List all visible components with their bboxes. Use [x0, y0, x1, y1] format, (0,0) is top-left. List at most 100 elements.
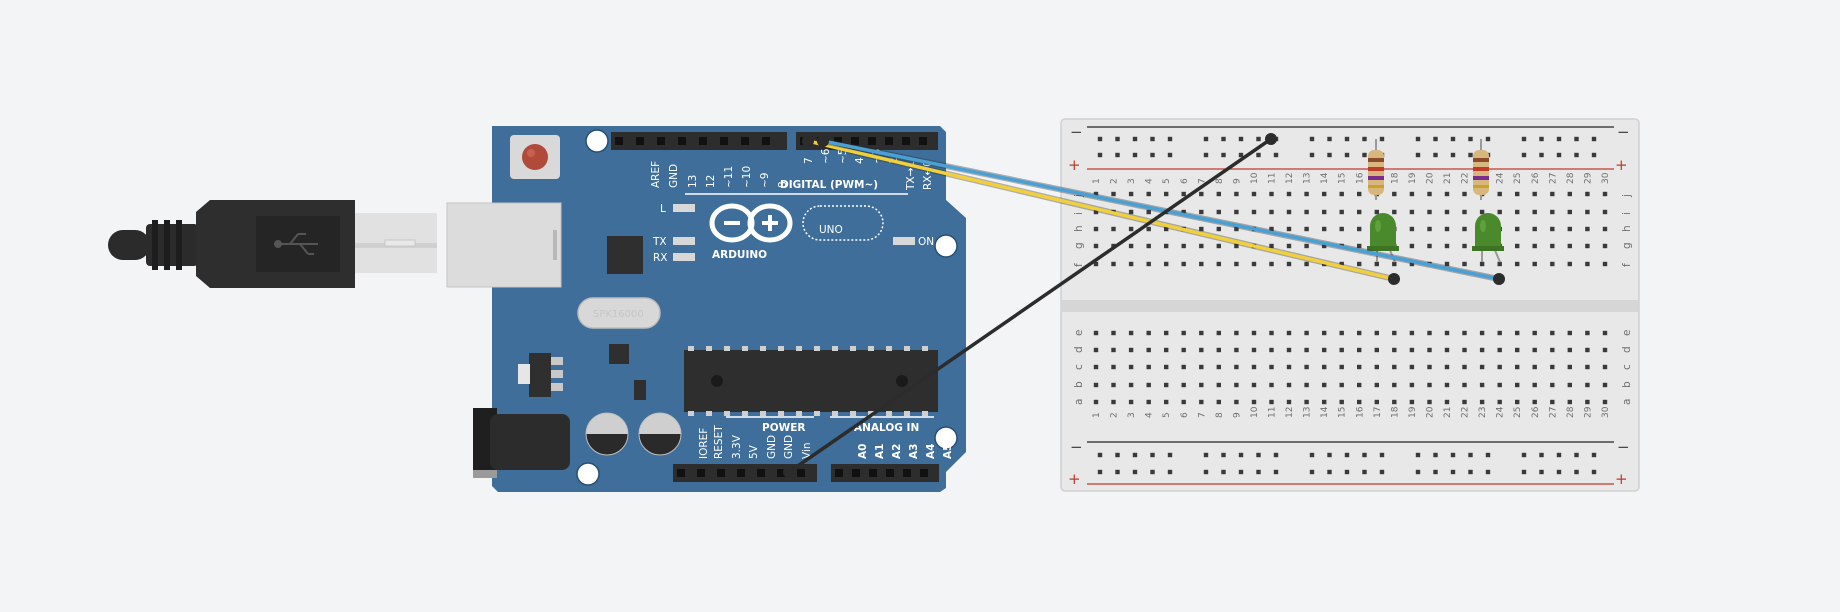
breadboard-hole[interactable] [1357, 226, 1362, 232]
breadboard-hole[interactable] [1427, 209, 1432, 215]
breadboard-hole[interactable] [1216, 243, 1221, 249]
breadboard-hole[interactable] [1357, 399, 1362, 405]
breadboard-hole[interactable] [1409, 382, 1415, 388]
breadboard-hole[interactable] [1515, 399, 1520, 405]
breadboard-hole[interactable] [1602, 261, 1608, 267]
breadboard-hole[interactable] [1234, 330, 1239, 336]
breadboard-hole[interactable] [1462, 347, 1467, 353]
breadboard-hole[interactable] [1433, 136, 1438, 142]
breadboard-hole[interactable] [1128, 226, 1134, 232]
breadboard-hole[interactable] [1286, 330, 1292, 336]
breadboard-hole[interactable] [1497, 330, 1502, 336]
breadboard-hole[interactable] [1444, 364, 1450, 370]
breadboard-hole[interactable] [1093, 261, 1099, 267]
breadboard-hole[interactable] [1286, 226, 1292, 232]
breadboard-hole[interactable] [1181, 191, 1186, 197]
dc-power-jack[interactable] [473, 408, 570, 478]
breadboard-hole[interactable] [1304, 347, 1309, 353]
breadboard-hole[interactable] [1479, 209, 1485, 215]
breadboard-hole[interactable] [1164, 399, 1169, 405]
breadboard-hole[interactable] [1304, 226, 1309, 232]
breadboard-hole[interactable] [1409, 226, 1415, 232]
breadboard-hole[interactable] [1379, 469, 1385, 475]
breadboard-hole[interactable] [1097, 152, 1103, 158]
breadboard-hole[interactable] [1357, 191, 1362, 197]
breadboard-hole[interactable] [1362, 469, 1367, 475]
breadboard-hole[interactable] [1146, 243, 1151, 249]
breadboard-hole[interactable] [1286, 261, 1292, 267]
breadboard-hole[interactable] [1591, 469, 1597, 475]
breadboard-hole[interactable] [1602, 243, 1608, 249]
breadboard-hole[interactable] [1550, 330, 1555, 336]
breadboard-hole[interactable] [1269, 347, 1274, 353]
breadboard-hole[interactable] [1216, 261, 1221, 267]
breadboard-hole[interactable] [1362, 136, 1367, 142]
breadboard-hole[interactable] [1427, 382, 1432, 388]
breadboard-hole[interactable] [1585, 382, 1590, 388]
breadboard-hole[interactable] [1322, 347, 1327, 353]
breadboard-hole[interactable] [1532, 399, 1537, 405]
breadboard-hole[interactable] [1585, 364, 1590, 370]
breadboard-hole[interactable] [1539, 469, 1544, 475]
reset-button[interactable] [510, 135, 560, 179]
breadboard-hole[interactable] [1567, 261, 1572, 267]
breadboard-hole[interactable] [1128, 209, 1134, 215]
breadboard-hole[interactable] [1515, 347, 1520, 353]
breadboard-hole[interactable] [1556, 152, 1562, 158]
usb-cable[interactable] [108, 200, 437, 288]
breadboard-hole[interactable] [1327, 152, 1332, 158]
green-led[interactable] [1367, 213, 1399, 263]
breadboard-hole[interactable] [1339, 382, 1344, 388]
breadboard-hole[interactable] [1462, 191, 1467, 197]
breadboard-hole[interactable] [1444, 261, 1450, 267]
breadboard-hole[interactable] [1339, 399, 1344, 405]
breadboard-hole[interactable] [1479, 364, 1485, 370]
breadboard-hole[interactable] [1216, 347, 1221, 353]
breadboard-hole[interactable] [1309, 469, 1315, 475]
breadboard-hole[interactable] [1567, 226, 1572, 232]
breadboard-hole[interactable] [1234, 191, 1239, 197]
breadboard-hole[interactable] [1322, 364, 1327, 370]
breadboard-hole[interactable] [1450, 452, 1456, 458]
breadboard-hole[interactable] [1485, 452, 1491, 458]
breadboard-hole[interactable] [1479, 399, 1485, 405]
breadboard-hole[interactable] [1167, 452, 1173, 458]
breadboard-hole[interactable] [1574, 136, 1579, 142]
breadboard-hole[interactable] [1392, 209, 1397, 215]
breadboard-hole[interactable] [1181, 330, 1186, 336]
breadboard-hole[interactable] [1251, 382, 1257, 388]
breadboard-hole[interactable] [1462, 364, 1467, 370]
breadboard-hole[interactable] [1304, 261, 1309, 267]
breadboard-hole[interactable] [1479, 330, 1485, 336]
breadboard-hole[interactable] [1146, 209, 1151, 215]
breadboard-hole[interactable] [1167, 469, 1173, 475]
breadboard-hole[interactable] [1450, 136, 1456, 142]
breadboard-hole[interactable] [1199, 261, 1204, 267]
breadboard-hole[interactable] [1602, 399, 1608, 405]
breadboard-hole[interactable] [1444, 191, 1450, 197]
breadboard-hole[interactable] [1251, 209, 1257, 215]
breadboard-hole[interactable] [1164, 347, 1169, 353]
breadboard-hole[interactable] [1532, 347, 1537, 353]
breadboard-hole[interactable] [1567, 243, 1572, 249]
breadboard-hole[interactable] [1111, 330, 1116, 336]
breadboard-hole[interactable] [1444, 243, 1450, 249]
breadboard-hole[interactable] [1093, 382, 1099, 388]
breadboard-hole[interactable] [1128, 330, 1134, 336]
breadboard-hole[interactable] [1146, 191, 1151, 197]
breadboard-hole[interactable] [1203, 452, 1209, 458]
breadboard-hole[interactable] [1532, 261, 1537, 267]
breadboard-hole[interactable] [1199, 226, 1204, 232]
breadboard-hole[interactable] [1567, 191, 1572, 197]
breadboard-hole[interactable] [1339, 364, 1344, 370]
breadboard-hole[interactable] [1216, 226, 1221, 232]
breadboard-hole[interactable] [1269, 399, 1274, 405]
breadboard-hole[interactable] [1362, 152, 1367, 158]
breadboard-hole[interactable] [1167, 136, 1173, 142]
breadboard-hole[interactable] [1199, 330, 1204, 336]
breadboard-hole[interactable] [1567, 399, 1572, 405]
breadboard-hole[interactable] [1462, 382, 1467, 388]
breadboard-hole[interactable] [1146, 261, 1151, 267]
breadboard-hole[interactable] [1392, 191, 1397, 197]
breadboard-hole[interactable] [1216, 191, 1221, 197]
